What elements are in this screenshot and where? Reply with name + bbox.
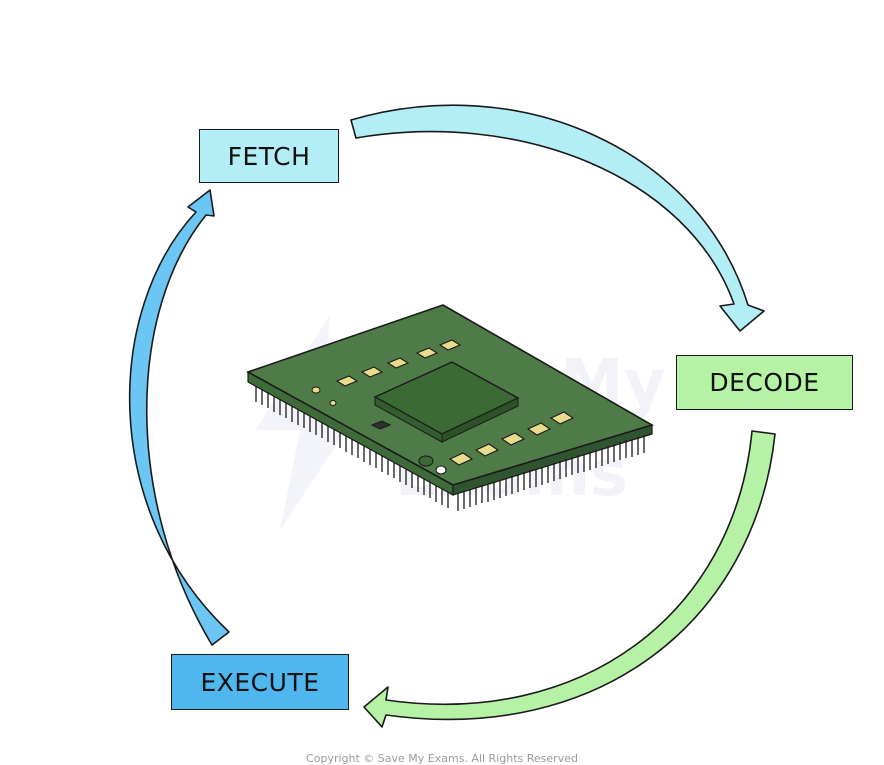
copyright-notice: Copyright © Save My Exams. All Rights Re…: [306, 752, 578, 765]
cpu-pins-left: [255, 386, 449, 508]
execute-stage-label: EXECUTE: [200, 667, 320, 697]
decode-stage-box: DECODE: [676, 355, 853, 410]
decode-stage-label: DECODE: [709, 368, 820, 397]
arrow-execute-to-fetch: [128, 189, 230, 646]
arrow-decode-to-execute: [363, 430, 776, 728]
cpu-pins-right: [457, 435, 645, 511]
fetch-stage-box: FETCH: [199, 129, 339, 183]
fetch-stage-label: FETCH: [227, 141, 311, 171]
arrow-fetch-to-decode: [350, 104, 765, 332]
execute-stage-box: EXECUTE: [171, 654, 349, 710]
cpu-chip-illustration: [246, 304, 655, 511]
